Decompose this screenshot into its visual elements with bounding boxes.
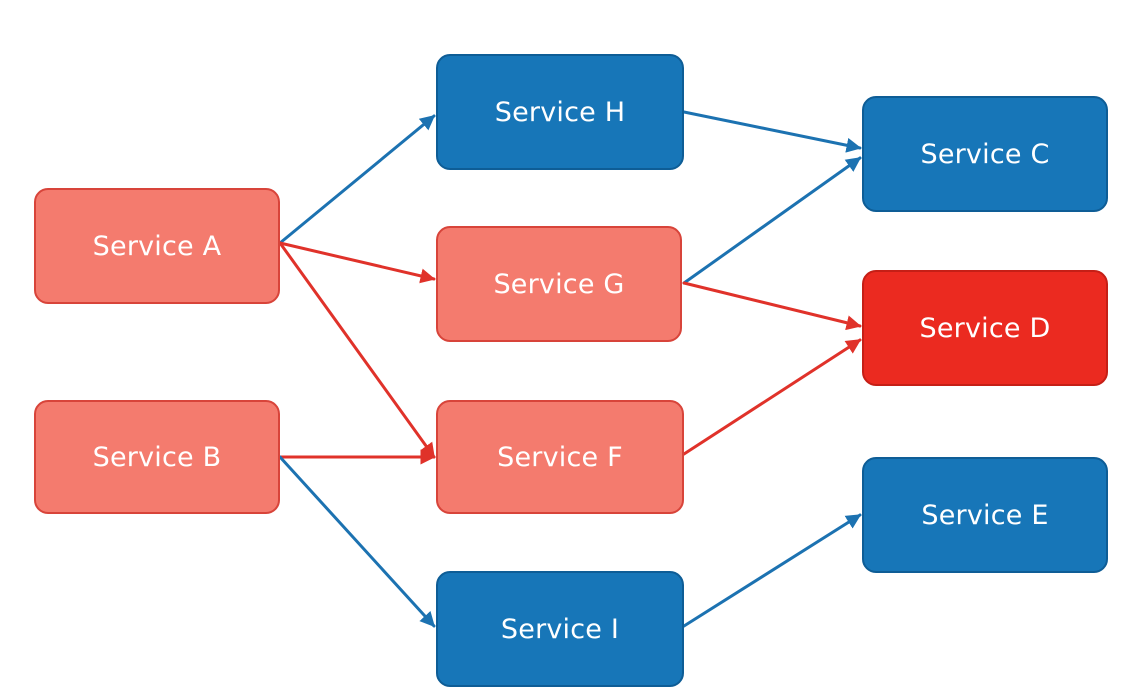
service-g-label: Service G bbox=[493, 268, 625, 300]
edge-f-to-d bbox=[682, 338, 862, 456]
service-h-node[interactable]: Service H bbox=[436, 54, 684, 170]
edge-i-to-e bbox=[682, 513, 862, 628]
service-f-node[interactable]: Service F bbox=[436, 400, 684, 514]
service-b-node[interactable]: Service B bbox=[34, 400, 280, 514]
edge-a-to-h bbox=[278, 114, 436, 245]
service-g-node[interactable]: Service G bbox=[436, 226, 682, 342]
service-i-label: Service I bbox=[500, 613, 620, 645]
edge-g-to-d bbox=[682, 281, 862, 331]
service-a-node[interactable]: Service A bbox=[34, 188, 280, 304]
edge-h-to-c bbox=[682, 110, 862, 153]
edge-g-to-c bbox=[682, 156, 862, 285]
service-e-label: Service E bbox=[921, 499, 1049, 531]
service-d-label: Service D bbox=[919, 312, 1051, 344]
edge-a-to-f bbox=[278, 241, 436, 459]
service-a-label: Service A bbox=[92, 230, 222, 262]
service-h-label: Service H bbox=[494, 96, 626, 128]
service-d-node[interactable]: Service D bbox=[862, 270, 1108, 386]
edge-b-to-i bbox=[278, 455, 436, 628]
service-e-node[interactable]: Service E bbox=[862, 457, 1108, 573]
service-f-label: Service F bbox=[497, 441, 623, 473]
edges-group bbox=[278, 110, 862, 628]
service-i-node[interactable]: Service I bbox=[436, 571, 684, 687]
edge-a-to-g bbox=[278, 241, 436, 284]
service-c-label: Service C bbox=[920, 138, 1050, 170]
service-c-node[interactable]: Service C bbox=[862, 96, 1108, 212]
service-b-label: Service B bbox=[92, 441, 222, 473]
